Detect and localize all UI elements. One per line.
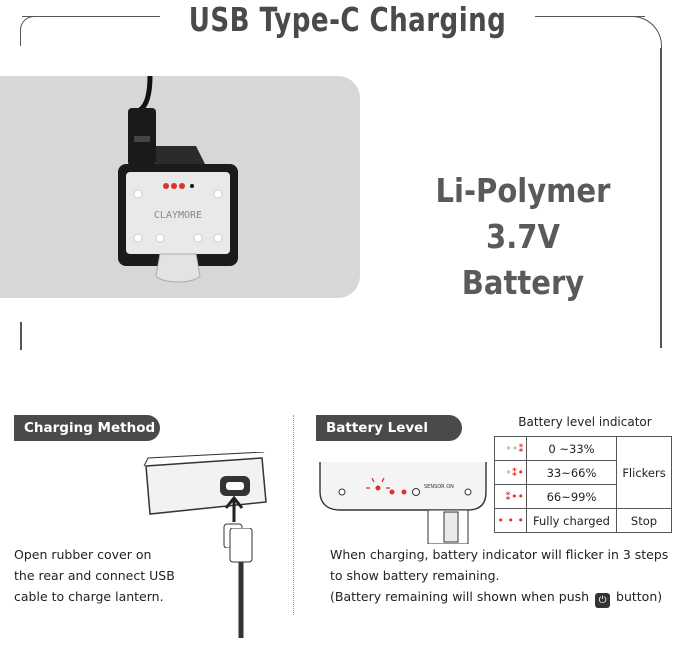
battery-spec-line1: Li-Polymer 3.7V	[435, 171, 611, 256]
range-cell: 33~66%	[526, 460, 617, 485]
usb-cable-icon	[229, 528, 253, 638]
indicator-title: Battery level indicator	[518, 415, 652, 429]
range-cell: 0 ~33%	[526, 436, 617, 461]
charging-description-line: cable to charge lantern.	[14, 589, 164, 604]
battery-description: When charging, battery indicator will fl…	[330, 544, 675, 608]
led-dots: • • •	[494, 508, 527, 533]
led-dots: ⁑••	[494, 484, 527, 509]
frame-line	[535, 16, 645, 17]
led-dots: ••⁑	[494, 436, 527, 461]
frame-corner	[628, 16, 662, 50]
charging-description-line: the rear and connect USB	[14, 568, 175, 583]
charging-description-line: Open rubber cover on	[14, 547, 152, 562]
battery-level-label: Battery Level Check	[316, 415, 462, 462]
frame-line	[20, 322, 22, 350]
battery-spec-line2: Battery	[461, 263, 585, 302]
battery-description-line: to show battery remaining.	[330, 568, 500, 583]
battery-spec: Li-Polymer 3.7V Battery	[395, 168, 650, 306]
battery-description-line: When charging, battery indicator will fl…	[330, 547, 669, 562]
range-cell: 66~99%	[526, 484, 617, 509]
table-row: ••⁑ 0 ~33% Flickers	[494, 436, 672, 509]
battery-indicator-illustration: SENSOR ON	[319, 462, 487, 544]
charging-description: Open rubber cover on the rear and connec…	[14, 544, 214, 607]
state-cell: Stop	[616, 508, 672, 533]
charging-method-label: Charging Method	[14, 415, 160, 441]
frame-corner	[20, 16, 40, 46]
table-row: • • • Fully charged Stop	[494, 508, 672, 533]
range-cell: Fully charged	[526, 508, 617, 533]
table-row: ⁑•• 66~99%	[494, 484, 672, 509]
lantern-brand: CLAYMORE	[154, 210, 202, 221]
state-cell: Flickers	[616, 436, 672, 509]
led-dots: •⁑•	[494, 460, 527, 485]
battery-description-pre: (Battery remaining will shown when push	[330, 589, 590, 604]
power-icon: ⏻	[595, 593, 611, 608]
sensor-on-text: SENSOR ON	[424, 484, 454, 490]
frame-line	[660, 48, 662, 348]
frame-line	[22, 16, 160, 17]
battery-description-post: button)	[616, 589, 663, 604]
battery-indicator-table: ••⁑ 0 ~33% Flickers •⁑• 33~66% ⁑•• 66~99…	[494, 436, 672, 533]
lantern-illustration: CLAYMORE	[118, 76, 238, 283]
battery-description-line3: (Battery remaining will shown when push …	[330, 586, 675, 608]
section-divider	[293, 415, 294, 615]
page-title: USB Type-C Charging	[188, 0, 507, 39]
